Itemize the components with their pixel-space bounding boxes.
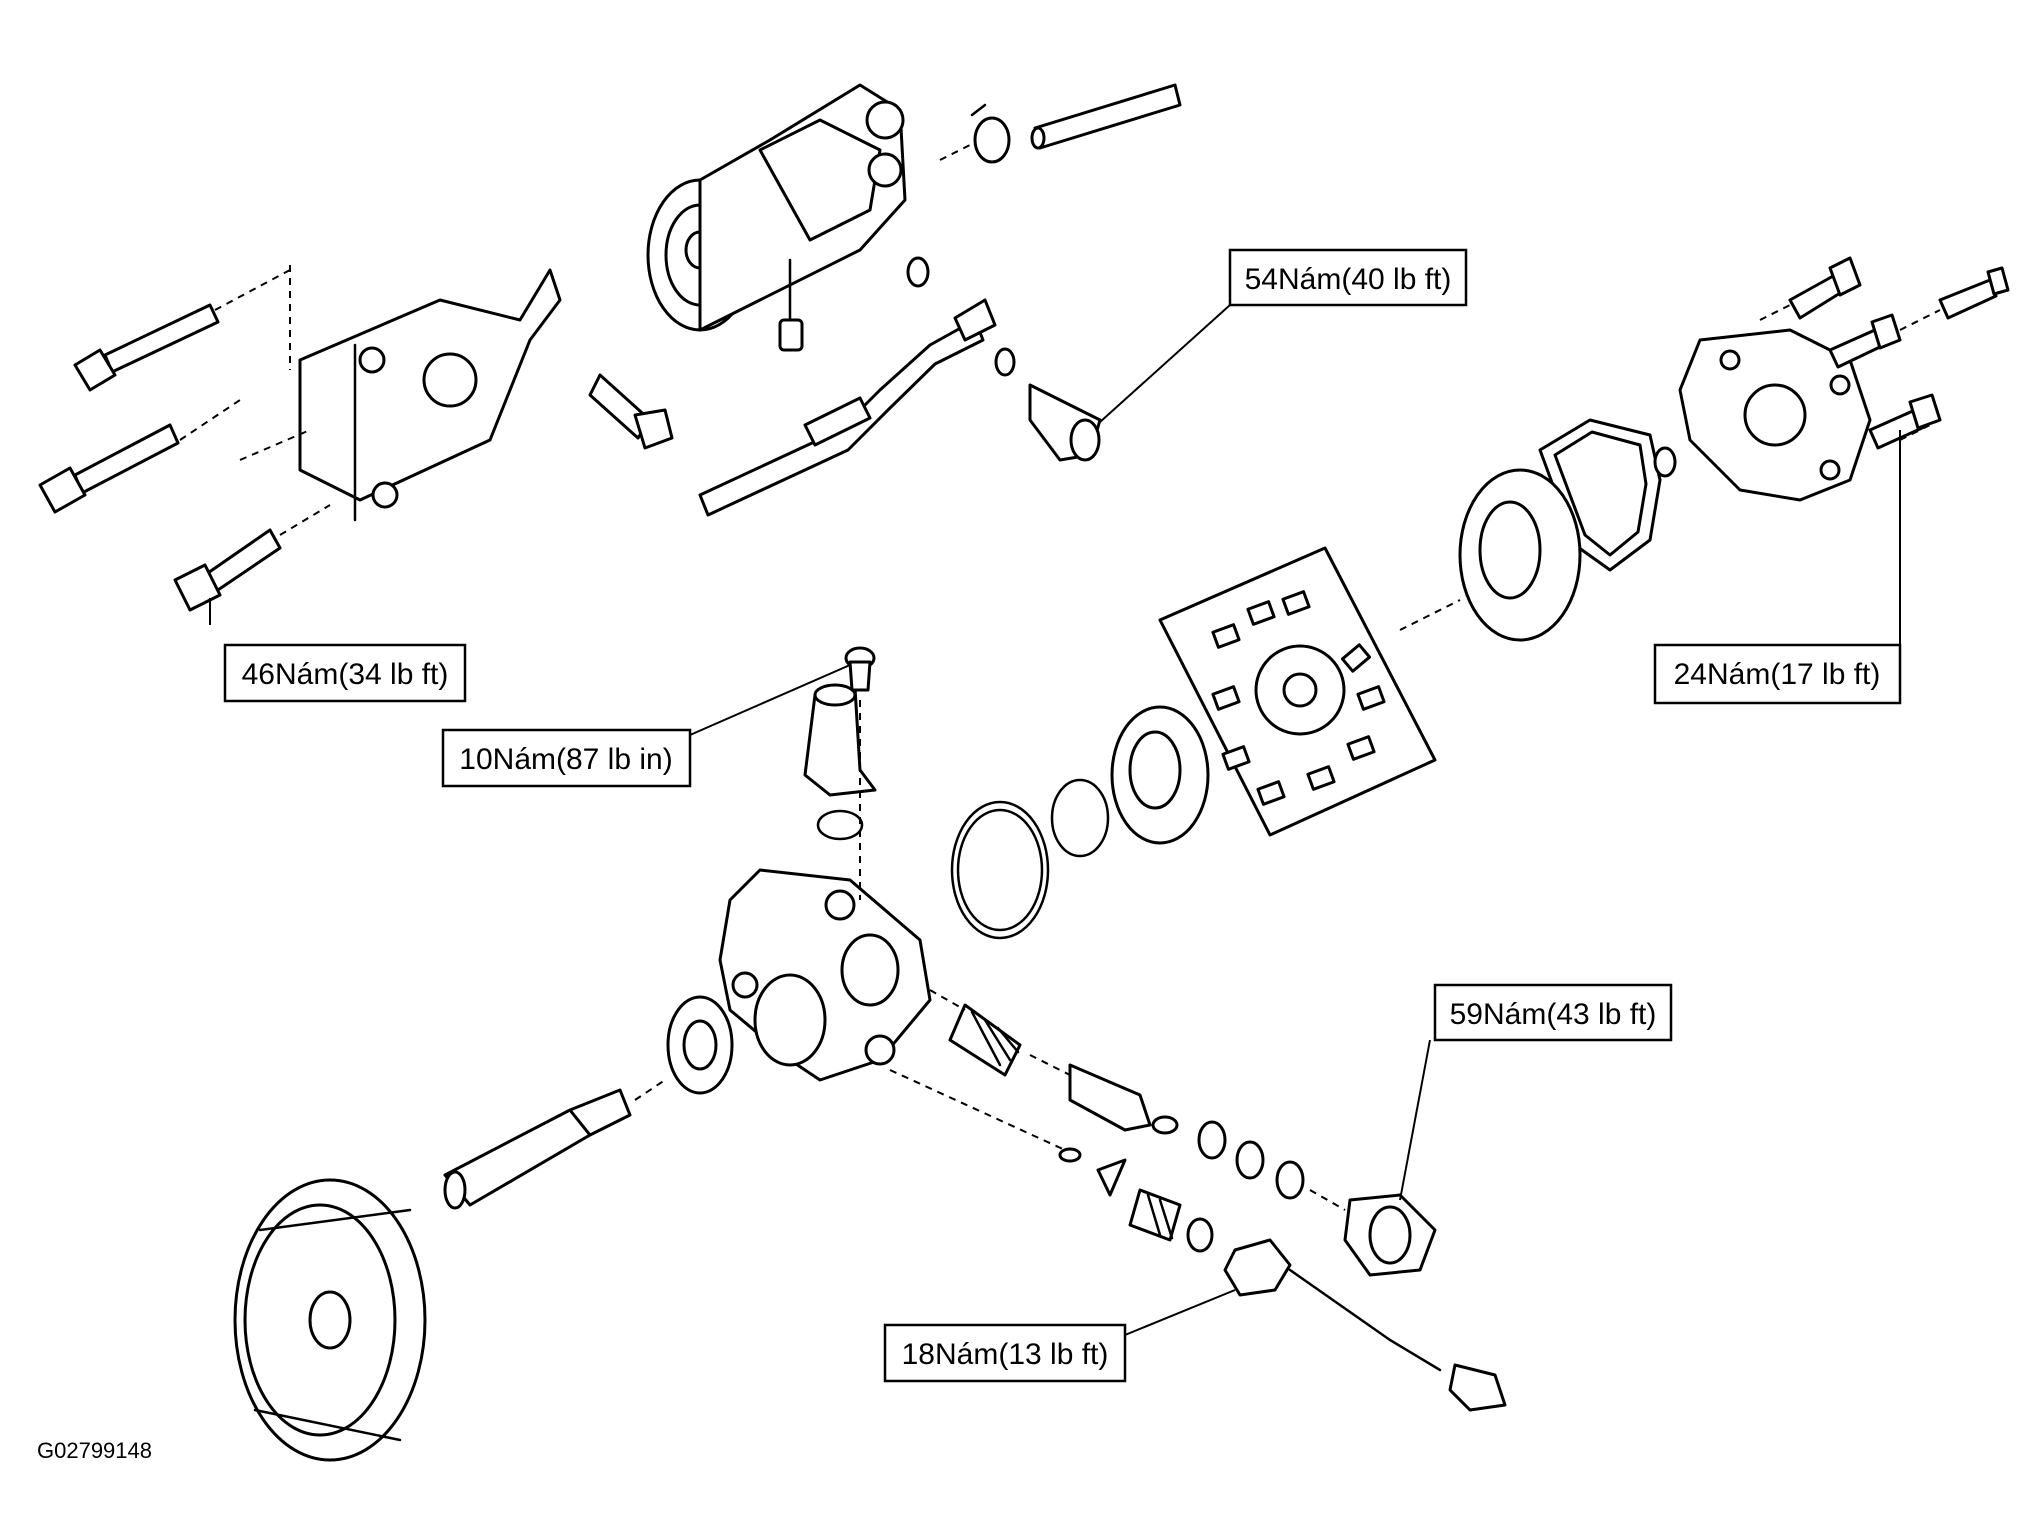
- hose-clamp: [970, 103, 1011, 164]
- relief-valve-spring: [1128, 1188, 1182, 1242]
- cover-gasket: [1538, 418, 1662, 572]
- bracket-bolt-3: [173, 528, 282, 612]
- mounting-bracket: [298, 268, 562, 522]
- rear-cover: [1678, 328, 1872, 502]
- torque-label-10: 10Nám(87 lb in): [441, 728, 692, 788]
- torque-label-59: 59Nám(43 lb ft): [1433, 983, 1673, 1042]
- washer-2: [1235, 1140, 1265, 1180]
- washer-3: [1275, 1160, 1305, 1200]
- union-bolt: [994, 347, 1102, 462]
- suction-pipe-fitting: [803, 683, 877, 841]
- small-o-ring: [1653, 446, 1677, 478]
- washer-1: [1197, 1120, 1227, 1160]
- torque-label-46: 46Nám(34 lb ft): [223, 643, 467, 703]
- leader-18: [1124, 1289, 1236, 1336]
- assembled-pump: [646, 83, 930, 352]
- cover-bolt-1: [1788, 256, 1862, 320]
- torque-label-54: 54Nám(40 lb ft): [1228, 248, 1468, 307]
- torque-label-24: 24Nám(17 lb ft): [1653, 643, 1902, 705]
- leader-10: [689, 664, 851, 736]
- rotor-and-vanes: [1158, 546, 1437, 837]
- torque-label-24-text: 24Nám(17 lb ft): [1674, 658, 1881, 691]
- torque-label-59-text: 59Nám(43 lb ft): [1450, 998, 1657, 1031]
- suction-hose: [1030, 83, 1182, 150]
- relief-valve: [1058, 1147, 1127, 1197]
- torque-label-18-text: 18Nám(13 lb ft): [902, 1338, 1109, 1371]
- pressure-plate: [1110, 705, 1210, 845]
- oil-seal: [666, 995, 734, 1095]
- bracket-bolt-4: [588, 373, 674, 450]
- plate-o-ring: [1050, 778, 1110, 858]
- pressure-pipe: [698, 298, 997, 517]
- outlet-union-fitting: [1343, 1193, 1437, 1277]
- torque-label-54-text: 54Nám(40 lb ft): [1245, 263, 1452, 296]
- figure-code: G02799148: [37, 1438, 152, 1463]
- pump-housing: [718, 868, 932, 1082]
- washer-4: [1186, 1217, 1214, 1253]
- control-valve: [1068, 1063, 1179, 1135]
- torque-label-10-text: 10Nám(87 lb in): [459, 743, 672, 776]
- torque-label-46-text: 46Nám(34 lb ft): [242, 658, 449, 691]
- bracket-bolt-2: [38, 423, 180, 514]
- housing-o-ring: [950, 800, 1050, 940]
- suction-pipe-bolt: [844, 646, 876, 692]
- pulley: [233, 1178, 427, 1462]
- cover-bolt-2: [1828, 313, 1902, 369]
- pressure-switch: [1223, 1238, 1507, 1412]
- drive-shaft: [443, 1088, 632, 1210]
- control-valve-spring: [948, 1003, 1022, 1077]
- leader-59: [1399, 1039, 1431, 1201]
- bracket-bolt-1: [73, 303, 220, 392]
- cover-bolt-4: [1938, 266, 2010, 320]
- cam-ring: [1458, 468, 1582, 642]
- leader-54: [1099, 304, 1231, 423]
- torque-label-18: 18Nám(13 lb ft): [883, 1323, 1127, 1383]
- cover-bolt-3: [1868, 393, 1942, 450]
